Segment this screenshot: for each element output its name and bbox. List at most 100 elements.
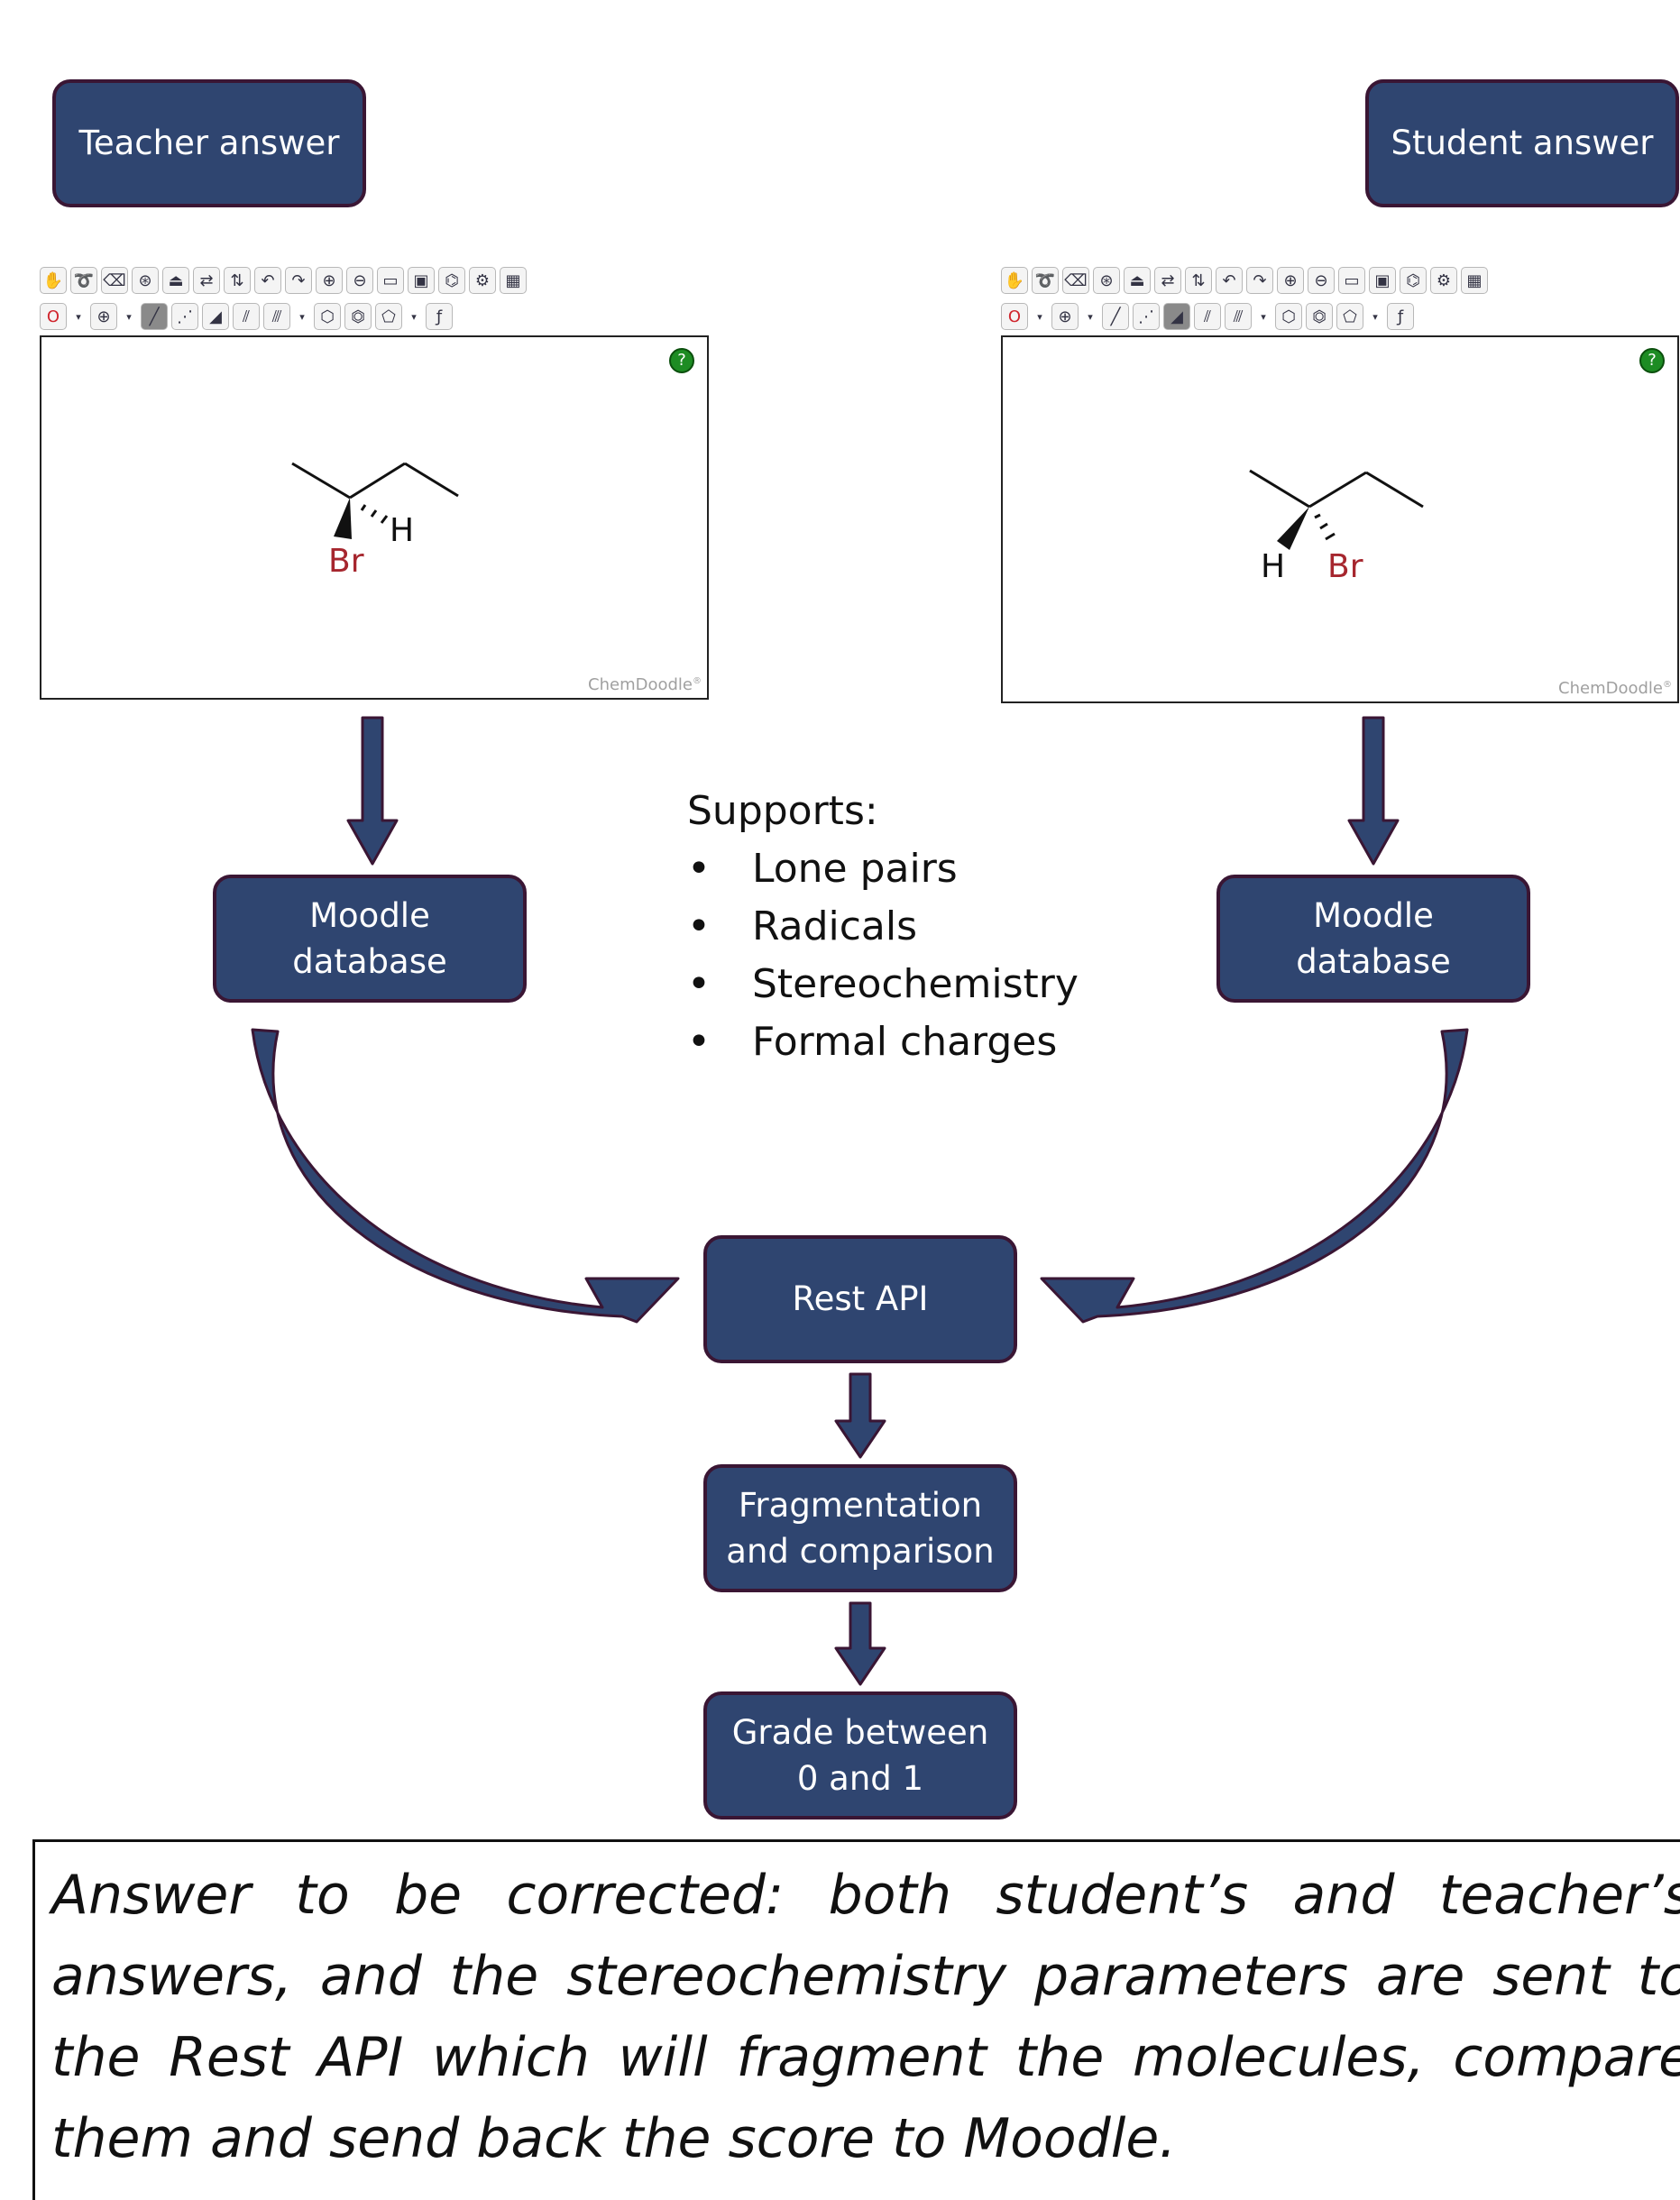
hexagon-icon[interactable]: ⬡ bbox=[1275, 303, 1302, 330]
student-molecule: H Br bbox=[1249, 469, 1424, 585]
chain-icon[interactable]: ƒ bbox=[1387, 303, 1414, 330]
lasso-icon[interactable]: ➰ bbox=[70, 267, 97, 294]
moodle-db-right-line2: database bbox=[1296, 942, 1451, 981]
dropdown-icon[interactable]: ▾ bbox=[411, 310, 417, 323]
single-bond-icon[interactable]: ╱ bbox=[141, 303, 168, 330]
double-bond-icon[interactable]: ⫽ bbox=[1194, 303, 1221, 330]
lasso-icon[interactable]: ➰ bbox=[1032, 267, 1059, 294]
student-br-atom: Br bbox=[1327, 548, 1363, 585]
chain-icon[interactable]: ƒ bbox=[426, 303, 453, 330]
teacher-answer-box: Teacher answer bbox=[52, 79, 366, 207]
flip-vertical-icon[interactable]: ⇅ bbox=[224, 267, 251, 294]
arrow-rest-to-fragmentation bbox=[834, 1372, 886, 1459]
dropdown-icon[interactable]: ▾ bbox=[1088, 310, 1093, 323]
grade-line1: Grade between bbox=[731, 1712, 989, 1752]
settings-icon[interactable]: ⚙ bbox=[469, 267, 496, 294]
flip-horizontal-icon[interactable]: ⇄ bbox=[193, 267, 220, 294]
double-bond-icon[interactable]: ⫽ bbox=[233, 303, 260, 330]
hash-bond-icon[interactable]: ⋰ bbox=[1133, 303, 1160, 330]
settings-icon[interactable]: ⚙ bbox=[1430, 267, 1457, 294]
center-icon[interactable]: ⊛ bbox=[132, 267, 159, 294]
open-icon[interactable]: ▭ bbox=[377, 267, 404, 294]
help-icon[interactable]: ? bbox=[1639, 348, 1665, 373]
help-icon[interactable]: ? bbox=[669, 348, 694, 373]
moodle-db-left-line2: database bbox=[292, 942, 447, 981]
moodle-db-right-line1: Moodle bbox=[1313, 895, 1434, 935]
zoom-out-icon[interactable]: ⊖ bbox=[1308, 267, 1335, 294]
hexagon-icon[interactable]: ⬡ bbox=[314, 303, 341, 330]
wedge-bond-icon[interactable]: ◢ bbox=[202, 303, 229, 330]
benzene-icon[interactable]: ⏣ bbox=[1306, 303, 1333, 330]
caption-text: Answer to be corrected: both student’s a… bbox=[32, 1839, 1680, 2200]
arrow-student-to-db bbox=[1347, 716, 1400, 866]
dropdown-icon[interactable]: ▾ bbox=[1037, 310, 1042, 323]
templates-icon[interactable]: ⌬ bbox=[1400, 267, 1427, 294]
undo-icon[interactable]: ↶ bbox=[254, 267, 281, 294]
pentagon-icon[interactable]: ⬠ bbox=[1336, 303, 1363, 330]
arrow-teacher-to-db bbox=[346, 716, 399, 866]
templates-icon[interactable]: ⌬ bbox=[438, 267, 465, 294]
student-answer-box: Student answer bbox=[1365, 79, 1679, 207]
atom-o-icon[interactable]: O bbox=[1001, 303, 1028, 330]
benzene-icon[interactable]: ⏣ bbox=[344, 303, 372, 330]
single-bond-icon[interactable]: ╱ bbox=[1102, 303, 1129, 330]
student-chemdoodle-editor: ✋➰⌫⊛⏏⇄⇅↶↷⊕⊖▭▣⌬⚙▦ O▾⊕▾╱⋰◢⫽⫻▾⬡⏣⬠▾ƒ ? H Br … bbox=[1001, 263, 1679, 703]
triple-bond-icon[interactable]: ⫻ bbox=[1225, 303, 1252, 330]
dropdown-icon[interactable]: ▾ bbox=[126, 310, 132, 323]
redo-icon[interactable]: ↷ bbox=[1246, 267, 1273, 294]
atom-o-icon[interactable]: O bbox=[40, 303, 67, 330]
hand-icon[interactable]: ✋ bbox=[40, 267, 67, 294]
dropdown-icon[interactable]: ▾ bbox=[1372, 310, 1378, 323]
calculator-icon[interactable]: ▦ bbox=[1461, 267, 1488, 294]
triple-bond-icon[interactable]: ⫻ bbox=[263, 303, 290, 330]
pentagon-icon[interactable]: ⬠ bbox=[375, 303, 402, 330]
student-answer-label: Student answer bbox=[1391, 124, 1654, 163]
fragmentation-box: Fragmentation and comparison bbox=[703, 1464, 1017, 1592]
dropdown-icon[interactable]: ▾ bbox=[76, 310, 81, 323]
redo-icon[interactable]: ↷ bbox=[285, 267, 312, 294]
dropdown-icon[interactable]: ▾ bbox=[1261, 310, 1266, 323]
flip-horizontal-icon[interactable]: ⇄ bbox=[1154, 267, 1181, 294]
charge-icon[interactable]: ⊕ bbox=[90, 303, 117, 330]
student-h-atom: H bbox=[1261, 548, 1285, 585]
teacher-drawing-canvas[interactable]: ? H Br ChemDoodle® bbox=[40, 335, 709, 700]
teacher-answer-label: Teacher answer bbox=[78, 124, 340, 163]
teacher-molecule: H Br bbox=[291, 462, 459, 580]
chemdoodle-watermark: ChemDoodle® bbox=[588, 675, 702, 694]
dropdown-icon[interactable]: ▾ bbox=[299, 310, 305, 323]
student-drawing-canvas[interactable]: ? H Br ChemDoodle® bbox=[1001, 335, 1679, 703]
teacher-chemdoodle-editor: ✋➰⌫⊛⏏⇄⇅↶↷⊕⊖▭▣⌬⚙▦ O▾⊕▾╱⋰◢⫽⫻▾⬡⏣⬠▾ƒ ? H Br … bbox=[40, 263, 709, 700]
eraser-icon[interactable]: ⌫ bbox=[1062, 267, 1089, 294]
hash-bond-icon[interactable]: ⋰ bbox=[171, 303, 198, 330]
clear-icon[interactable]: ⏏ bbox=[162, 267, 189, 294]
moodle-database-right: Moodle database bbox=[1216, 875, 1530, 1003]
center-icon[interactable]: ⊛ bbox=[1093, 267, 1120, 294]
zoom-in-icon[interactable]: ⊕ bbox=[316, 267, 343, 294]
save-icon[interactable]: ▣ bbox=[1369, 267, 1396, 294]
teacher-br-atom: Br bbox=[328, 543, 364, 580]
hand-icon[interactable]: ✋ bbox=[1001, 267, 1028, 294]
rest-api-box: Rest API bbox=[703, 1235, 1017, 1363]
eraser-icon[interactable]: ⌫ bbox=[101, 267, 128, 294]
fragmentation-line1: Fragmentation bbox=[738, 1485, 983, 1525]
clear-icon[interactable]: ⏏ bbox=[1124, 267, 1151, 294]
supports-item: Lone pairs bbox=[687, 840, 1079, 898]
arrow-fragmentation-to-grade bbox=[834, 1601, 886, 1686]
moodle-database-left: Moodle database bbox=[213, 875, 527, 1003]
grade-box: Grade between 0 and 1 bbox=[703, 1691, 1017, 1820]
teacher-toolbar-bottom: O ▾ ⊕ ▾ ╱⋰◢⫽⫻ ▾ ⬡⏣⬠ ▾ ƒ bbox=[40, 299, 453, 334]
student-toolbar-top: ✋➰⌫⊛⏏⇄⇅↶↷⊕⊖▭▣⌬⚙▦ bbox=[1001, 263, 1488, 298]
undo-icon[interactable]: ↶ bbox=[1216, 267, 1243, 294]
open-icon[interactable]: ▭ bbox=[1338, 267, 1365, 294]
calculator-icon[interactable]: ▦ bbox=[500, 267, 527, 294]
zoom-in-icon[interactable]: ⊕ bbox=[1277, 267, 1304, 294]
supports-item: Radicals bbox=[687, 898, 1079, 956]
zoom-out-icon[interactable]: ⊖ bbox=[346, 267, 373, 294]
save-icon[interactable]: ▣ bbox=[408, 267, 435, 294]
flip-vertical-icon[interactable]: ⇅ bbox=[1185, 267, 1212, 294]
charge-icon[interactable]: ⊕ bbox=[1051, 303, 1079, 330]
wedge-bond-icon[interactable]: ◢ bbox=[1163, 303, 1190, 330]
arrow-left-db-to-rest bbox=[251, 1028, 680, 1324]
supports-list: Supports: Lone pairs Radicals Stereochem… bbox=[687, 783, 1079, 1071]
